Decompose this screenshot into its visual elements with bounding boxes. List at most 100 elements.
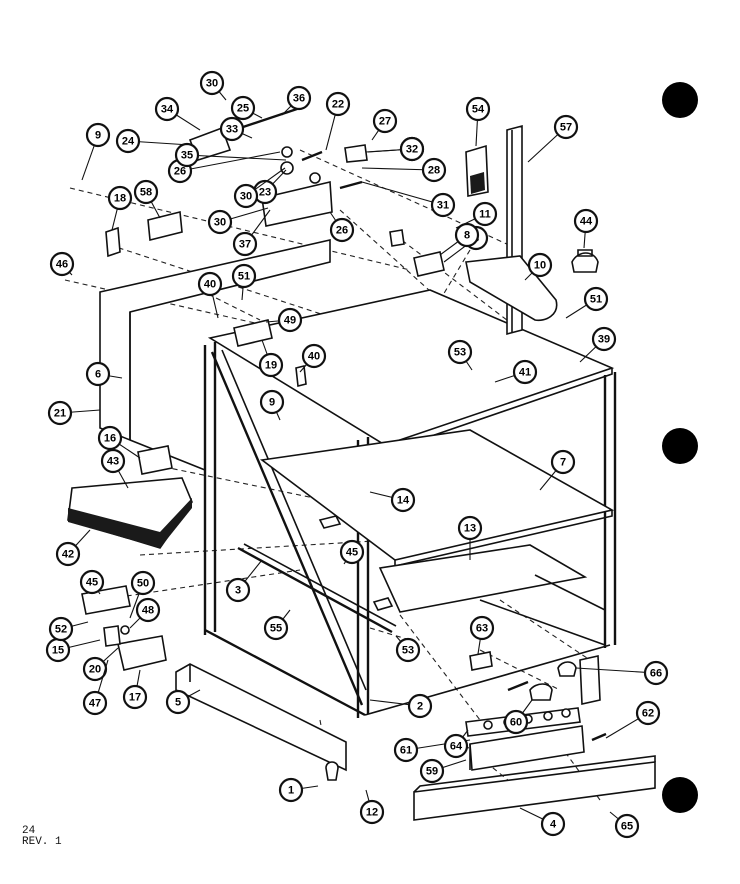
callout-46: 46 (49, 251, 75, 277)
callout-36: 36 (281, 85, 312, 116)
callout-number: 45 (346, 547, 358, 559)
callout-57: 57 (527, 114, 579, 163)
callout-circle (447, 339, 473, 365)
callout-circle (454, 222, 480, 248)
callout-22: 22 (325, 91, 351, 151)
callout-16: 16 (97, 425, 141, 459)
callout-circle (107, 185, 133, 211)
upright-assembly (465, 124, 599, 336)
callout-number: 15 (52, 645, 64, 657)
callout-59: 59 (419, 758, 467, 784)
callout-number: 22 (332, 99, 344, 111)
callout-circle (133, 179, 159, 205)
callout-40: 40 (197, 271, 223, 319)
callout-number: 24 (122, 136, 135, 148)
callout-circle (325, 91, 351, 117)
binder-hole-bottom (662, 777, 698, 813)
callout-number: 14 (397, 495, 410, 507)
callout-circle (550, 449, 576, 475)
callout-number: 59 (426, 766, 438, 778)
callout-number: 41 (519, 367, 531, 379)
callout-circle (197, 271, 223, 297)
page-footer: 24 REV. 1 (22, 826, 62, 848)
callout-number: 23 (259, 187, 271, 199)
callout-circle (258, 352, 284, 378)
callout-21: 21 (47, 400, 101, 426)
callout-number: 1 (288, 785, 294, 797)
callout-number: 8 (464, 230, 470, 242)
callout-65: 65 (609, 811, 640, 839)
callout-12: 12 (359, 789, 385, 825)
callout-number: 62 (642, 708, 654, 720)
callout-number: 31 (437, 200, 449, 212)
callout-26: 26 (167, 151, 281, 184)
callout-33: 33 (219, 116, 253, 142)
callout-number: 32 (406, 144, 418, 156)
callout-number: 20 (89, 664, 101, 676)
callout-number: 26 (336, 225, 348, 237)
callout-54: 54 (465, 96, 491, 147)
callout-number: 65 (621, 821, 633, 833)
callout-48: 48 (129, 597, 161, 629)
callout-number: 51 (590, 294, 602, 306)
callout-43: 43 (100, 448, 129, 489)
callout-circle (232, 231, 258, 257)
callout-number: 34 (161, 104, 174, 116)
callout-circle (154, 96, 180, 122)
callout-circle (49, 251, 75, 277)
callout-number: 7 (560, 457, 566, 469)
callout-64: 64 (443, 729, 469, 759)
callout-28: 28 (361, 157, 447, 183)
callout-11: 11 (455, 201, 498, 229)
callout-number: 30 (206, 78, 218, 90)
callout-number: 11 (479, 209, 491, 221)
callout-circle (399, 136, 425, 162)
callout-circle (278, 777, 304, 803)
callout-circle (97, 425, 123, 451)
callout-number: 55 (270, 623, 282, 635)
callout-circle (329, 217, 355, 243)
callout-number: 53 (454, 347, 466, 359)
callout-41: 41 (494, 359, 538, 385)
callout-number: 60 (510, 717, 522, 729)
callout-leader (575, 667, 657, 674)
callout-circle (443, 733, 469, 759)
callout-circle (540, 811, 566, 837)
callout-number: 66 (650, 668, 662, 680)
callout-circle (79, 569, 105, 595)
callout-circle (100, 448, 126, 474)
callout-19: 19 (258, 339, 284, 378)
callout-number: 12 (366, 807, 378, 819)
callout-number: 26 (174, 166, 186, 178)
callout-number: 16 (104, 433, 116, 445)
callout-18: 18 (107, 185, 133, 231)
callout-2: 2 (369, 693, 433, 719)
callout-30: 30 (207, 207, 269, 235)
callout-51: 51 (565, 286, 609, 319)
callout-circle (553, 114, 579, 140)
callout-circle (135, 597, 161, 623)
callout-14: 14 (369, 487, 416, 513)
callout-group: 1234567889910111213141516171819202122232… (45, 70, 669, 839)
callout-60: 60 (503, 699, 533, 735)
callout-number: 2 (417, 701, 423, 713)
callout-42: 42 (55, 529, 91, 567)
callout-6: 6 (85, 361, 123, 387)
callout-17: 17 (122, 669, 148, 710)
callout-circle (430, 192, 456, 218)
callout-circle (395, 637, 421, 663)
callout-number: 43 (107, 456, 119, 468)
callout-number: 27 (379, 116, 391, 128)
callout-number: 48 (142, 605, 154, 617)
callout-circle (259, 389, 285, 415)
callout-52: 52 (48, 616, 89, 642)
callout-13: 13 (457, 515, 483, 560)
callout-49: 49 (265, 307, 303, 333)
callout-8: 8 (439, 222, 480, 256)
callout-circle (199, 70, 225, 96)
callout-circle (85, 122, 111, 148)
callout-number: 52 (55, 624, 67, 636)
callout-37: 37 (232, 209, 271, 257)
callout-number: 63 (476, 623, 488, 635)
